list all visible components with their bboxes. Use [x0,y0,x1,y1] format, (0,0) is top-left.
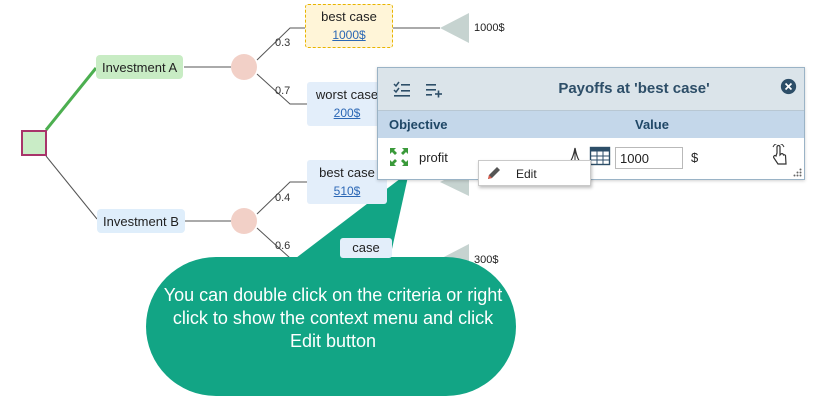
checklist-icon[interactable] [392,79,412,99]
probability-a-worst: 0.7 [275,85,291,97]
branch-a-worst [256,73,307,105]
resize-grip-icon[interactable] [793,168,802,177]
callout-text: You can double click on the criteria or … [163,285,503,351]
outcome-label: best case [321,9,377,24]
outcome-label: best case [319,165,375,180]
outcome-value-link[interactable]: 1000$ [332,28,366,42]
panel-header: Payoffs at 'best case' [378,68,804,111]
pointer-hand-icon[interactable] [769,144,789,168]
branch-a-best [256,27,305,61]
alternative-investment-b[interactable]: Investment B [97,209,185,233]
payoffs-panel: Payoffs at 'best case' Objective Value p… [377,67,805,180]
chance-node-a[interactable] [231,54,257,80]
branch-investment-b [45,155,98,220]
outcome-a-best[interactable]: best case 1000$ [305,4,393,48]
pencil-icon [488,167,500,179]
column-header-row: Objective Value [378,111,804,138]
value-input[interactable] [615,147,683,169]
context-menu-item-label: Edit [516,167,537,181]
outcome-a-worst[interactable]: worst case 200$ [307,82,387,126]
context-menu-item-edit[interactable]: Edit [479,161,590,185]
table-icon[interactable] [589,145,611,167]
terminal-value-b-worst: 300$ [474,254,499,266]
callout-bubble [146,257,516,396]
column-header-value: Value [635,117,669,132]
outcome-label: worst case [315,87,379,102]
probability-a-best: 0.3 [275,37,291,49]
probability-b-worst: 0.6 [275,240,291,252]
value-unit: $ [691,150,699,165]
outcome-label: case [352,240,380,255]
column-header-objective: Objective [389,117,448,132]
terminal-node-a-best [440,13,469,43]
context-menu: Edit [478,160,591,186]
outcome-value-link[interactable]: 510$ [333,184,361,198]
expand-icon[interactable] [388,146,410,168]
objective-name[interactable]: profit [419,150,448,165]
decision-node[interactable] [21,130,47,156]
probability-b-best: 0.4 [275,192,291,204]
close-icon[interactable] [780,78,797,95]
alternative-investment-a[interactable]: Investment A [96,55,184,79]
outcome-b-best[interactable]: best case 510$ [307,160,387,204]
table-row[interactable]: profit $ [378,138,804,176]
branch-b-best [256,181,307,215]
add-list-icon[interactable] [424,79,444,99]
outcome-value-link[interactable]: 200$ [333,106,361,120]
chance-node-b[interactable] [231,208,257,234]
branch-investment-a [44,67,98,131]
outcome-b-worst[interactable]: case [340,238,392,258]
terminal-value-a-best: 1000$ [474,22,505,34]
panel-title: Payoffs at 'best case' [558,80,710,97]
